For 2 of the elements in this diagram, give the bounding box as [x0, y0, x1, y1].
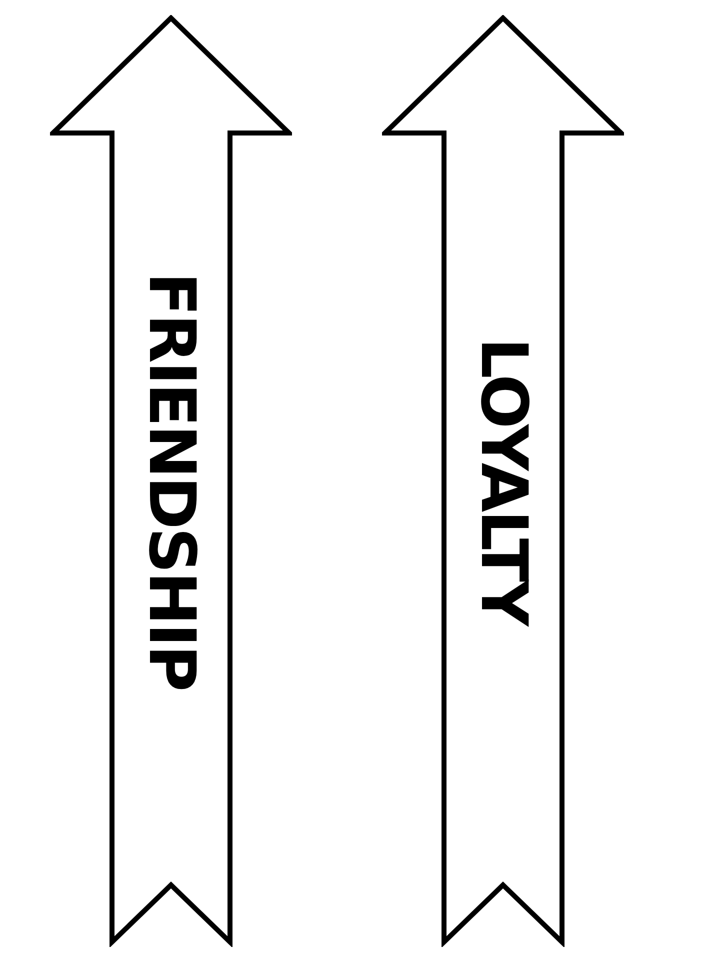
banner-text: LOYALTY: [469, 336, 537, 627]
banner-text: FRIENDSHIP: [137, 271, 205, 692]
